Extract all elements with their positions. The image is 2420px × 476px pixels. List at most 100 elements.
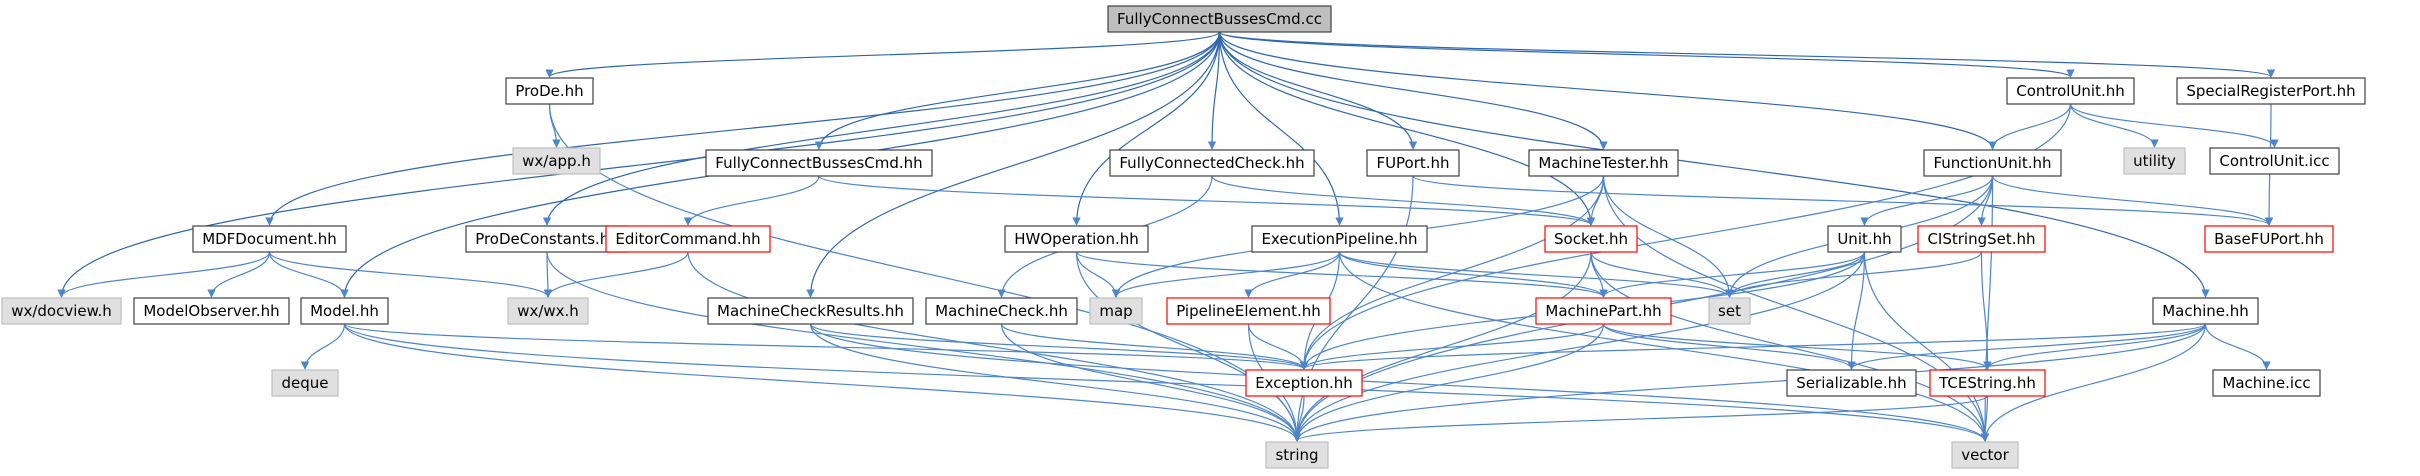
edge-model_hh-to-vector [343,323,1989,442]
node-execpipe[interactable]: ExecutionPipeline.hh [1251,225,1428,253]
edge-unit_hh-to-vector [1863,251,1990,442]
node-serializable[interactable]: Serializable.hh [1786,369,1917,397]
node-box [1245,369,1363,397]
node-prode_hh[interactable]: ProDe.hh [505,77,594,105]
node-mcresults[interactable]: MachineCheckResults.hh [707,297,914,325]
edge-mcresults-to-exception [809,323,1309,370]
node-exception[interactable]: Exception.hh [1245,369,1363,397]
node-hwop[interactable]: HWOperation.hh [1004,225,1149,253]
edge-mdfdoc-to-wx_docview [57,251,271,298]
node-label: Serializable.hh [1796,374,1906,392]
node-string[interactable]: string [1265,441,1329,469]
edge-root-to-fcbcmd_hh [814,31,1221,150]
node-box [507,297,589,325]
edge-controlunit-to-utility [2069,103,2159,148]
node-cistringset[interactable]: CIStringSet.hh [1917,225,2046,253]
node-machine_hh[interactable]: Machine.hh [2152,297,2259,325]
edge-controlunit-to-functionunit [1988,103,2072,150]
node-box [2176,77,2366,105]
edge-execpipe-to-pipeelem [1244,251,1341,298]
node-label: MDFDocument.hh [202,230,337,248]
node-fccheck[interactable]: FullyConnectedCheck.hh [1109,149,1315,177]
node-label: HWOperation.hh [1014,230,1139,248]
node-machinepart[interactable]: MachinePart.hh [1535,297,1672,325]
node-label: BaseFUPort.hh [2214,230,2324,248]
node-label: Model.hh [310,302,379,320]
edge-model_hh-to-string [343,323,1302,442]
node-unit_hh[interactable]: Unit.hh [1827,225,1902,253]
node-tcestring[interactable]: TCEString.hh [1929,369,2046,397]
node-pipeelem[interactable]: PipelineElement.hh [1166,297,1331,325]
node-controlunit_icc[interactable]: ControlUnit.icc [2209,147,2340,175]
node-label: ProDe.hh [515,82,583,100]
node-functionunit[interactable]: FunctionUnit.hh [1923,149,2062,177]
node-root[interactable]: FullyConnectBussesCmd.cc [1107,5,1332,33]
edge-machine_hh-to-vector [1980,323,2207,442]
node-label: Unit.hh [1837,230,1891,248]
node-vector[interactable]: vector [1951,441,2019,469]
node-label: set [1718,302,1741,320]
edge-root-to-mtester [1218,31,1608,150]
node-box [925,297,1078,325]
edge-root-to-fccheck [1207,31,1221,150]
node-specialreg[interactable]: SpecialRegisterPort.hh [2176,77,2366,105]
node-mdfdoc[interactable]: MDFDocument.hh [192,225,347,253]
node-editorcmd[interactable]: EditorCommand.hh [605,225,771,253]
node-basefuport[interactable]: BaseFUPort.hh [2204,225,2334,253]
node-utility[interactable]: utility [2123,147,2186,175]
node-wx_wx[interactable]: wx/wx.h [507,297,589,325]
edge-tcestring-to-string [1293,395,1989,442]
node-machinecheck[interactable]: MachineCheck.hh [925,297,1078,325]
node-label: ProDeConstants.hh [475,230,619,248]
node-map[interactable]: map [1089,297,1143,325]
edge-hwop-to-string [1075,251,1302,442]
edge-mtester-to-socket [1586,175,1605,226]
edge-functionunit-to-vector [1980,175,1994,442]
node-label: wx/app.h [522,152,591,170]
node-deque[interactable]: deque [271,369,339,397]
node-box [512,147,601,175]
edge-functionunit-to-unit_hh [1860,175,1994,226]
node-modelobs[interactable]: ModelObserver.hh [133,297,290,325]
node-box [2006,77,2135,105]
node-box [192,225,347,253]
node-box [1265,441,1329,469]
node-label: wx/wx.h [517,302,579,320]
node-wx_app[interactable]: wx/app.h [512,147,601,175]
node-box [1929,369,2046,397]
node-label: SpecialRegisterPort.hh [2186,82,2355,100]
edge-execpipe-to-set [1338,251,1734,298]
node-label: MachineTester.hh [1538,154,1668,172]
edge-mcresults-to-vector [809,323,1990,442]
node-label: MachineCheck.hh [935,302,1068,320]
node-set[interactable]: set [1708,297,1751,325]
node-box [1528,149,1679,177]
node-prodeconst[interactable]: ProDeConstants.hh [465,225,629,253]
edge-socket-to-set [1590,251,1734,298]
edge-root-to-prode_hh [545,31,1221,78]
node-box [271,369,339,397]
edge-root-to-prodeconst [542,31,1221,226]
edge-root-to-controlunit [1218,31,2075,78]
edge-machinecheck-to-exception [1000,323,1309,370]
edge-model_hh-to-deque [300,323,346,370]
node-label: ControlUnit.hh [2016,82,2125,100]
edge-root-to-functionunit [1218,31,1997,150]
node-machine_icc[interactable]: Machine.icc [2212,369,2321,397]
edge-socket-to-string [1292,251,1592,442]
node-model_hh[interactable]: Model.hh [300,297,389,325]
node-controlunit[interactable]: ControlUnit.hh [2006,77,2135,105]
edge-mdfdoc-to-model_hh [268,251,349,298]
node-mtester[interactable]: MachineTester.hh [1528,149,1679,177]
node-fcbcmd_hh[interactable]: FullyConnectBussesCmd.hh [705,149,933,177]
edge-root-to-hwop [1072,31,1221,226]
node-label: Machine.icc [2222,374,2310,392]
node-label: FUPort.hh [1376,154,1449,172]
node-fuport[interactable]: FUPort.hh [1366,149,1460,177]
node-label: map [1099,302,1132,320]
node-wx_docview[interactable]: wx/docview.h [1,297,122,325]
node-socket[interactable]: Socket.hh [1544,225,1638,253]
node-box [707,297,914,325]
node-box [1827,225,1902,253]
